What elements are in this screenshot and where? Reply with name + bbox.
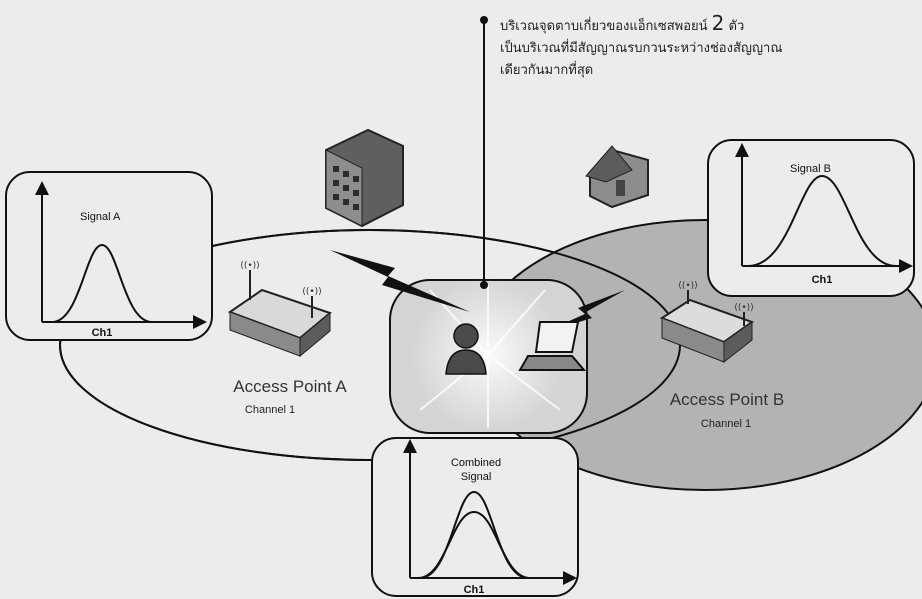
callout-line-1: บริเวณจุดตาบเกี่ยวของแอ็กเซสพอยน์ 2 ตัว [500, 12, 782, 38]
signal-a-axis-label: Ch1 [92, 327, 113, 339]
overlap-callout: บริเวณจุดตาบเกี่ยวของแอ็กเซสพอยน์ 2 ตัว … [500, 12, 782, 82]
callout-line-1-suffix: ตัว [729, 19, 745, 34]
signal-a-panel [6, 172, 212, 340]
signal-b-axis-label: Ch1 [812, 274, 833, 286]
svg-text:((•)): ((•)) [240, 261, 259, 271]
callout-line-2: เป็นบริเวณที่มีสัญญาณรบกวนระหว่างช่องสัญ… [500, 38, 782, 60]
signal-a-title: Signal A [80, 211, 121, 223]
callout-ap-count: 2 [712, 11, 725, 35]
svg-text:((•)): ((•)) [734, 303, 753, 313]
access-point-b-name: Access Point B [670, 390, 784, 409]
combined-title-line1: Combined [451, 457, 501, 469]
signal-b-title: Signal B [790, 163, 831, 175]
callout-dot-bottom [480, 281, 488, 289]
svg-text:((•)): ((•)) [302, 287, 321, 297]
callout-line-1-text: บริเวณจุดตาบเกี่ยวของแอ็กเซสพอยน์ [500, 19, 708, 34]
house-icon [586, 146, 648, 207]
combined-axis-label: Ch1 [464, 584, 485, 596]
access-point-a-icon: ((•)) ((•)) [230, 261, 330, 356]
access-point-a-name: Access Point A [233, 377, 347, 396]
access-point-a-channel: Channel 1 [245, 404, 295, 416]
callout-line-3: เดียวกันมากที่สุด [500, 60, 782, 82]
callout-dot-top [480, 16, 488, 24]
svg-text:((•)): ((•)) [678, 281, 697, 291]
building-icon [326, 130, 403, 226]
combined-title-line2: Signal [461, 471, 492, 483]
access-point-b-channel: Channel 1 [701, 418, 751, 430]
